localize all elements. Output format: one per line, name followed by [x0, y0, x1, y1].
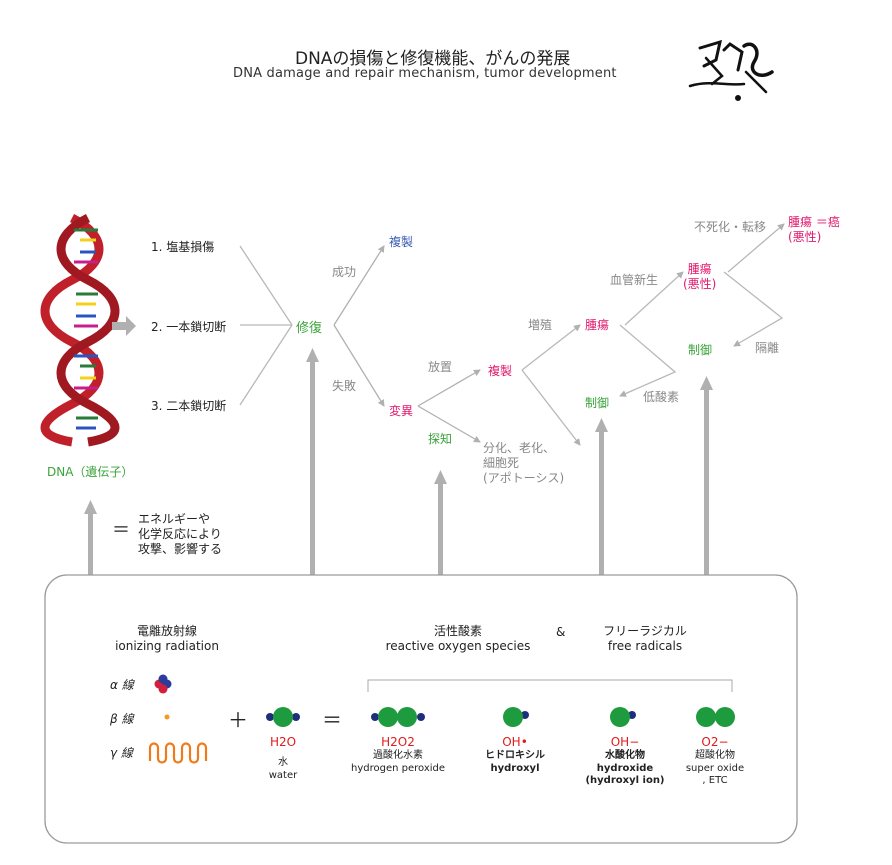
- species-hydroxyl-ja: ヒドロキシル: [485, 750, 545, 761]
- species-hydrogen-peroxide-en: hydrogen peroxide: [350, 762, 446, 774]
- signature-logo: [688, 39, 774, 101]
- cell-fates-line1: 分化、老化、: [483, 441, 556, 455]
- ionizing-radiation-ja: 電離放射線: [136, 624, 197, 638]
- cell-fates-line3: (アポトーシス): [483, 471, 565, 485]
- species-superoxide-en2: , ETC: [702, 775, 728, 786]
- species-hydrogen-peroxide-formula: H2O2: [381, 735, 415, 749]
- species-hydroxyl-en: hydroxyl: [490, 762, 540, 774]
- damage-double-strand: 3. 二本鎖切断: [151, 399, 227, 413]
- water-en: water: [268, 769, 298, 781]
- label-isolation: 隔離: [755, 341, 780, 355]
- attack-note-line2: 化学反応により: [138, 527, 222, 541]
- species-hydroxide: OH− 水酸化物 hydroxide (hydroxyl ion): [585, 735, 665, 788]
- node-tumor-malignant: 腫瘍 (悪性): [683, 262, 716, 292]
- equals-sign: ＝: [322, 708, 342, 732]
- hydroxyl-molecule-icon: [503, 707, 529, 727]
- mutation-branches: [417, 369, 481, 443]
- species-superoxide-en: super oxide: [685, 762, 745, 774]
- dna-label: DNA（遺伝子）: [47, 465, 134, 479]
- node-control-1: 制御: [585, 396, 610, 410]
- label-proliferation: 増殖: [528, 318, 553, 332]
- damage-single-strand: 2. 一本鎖切断: [151, 320, 227, 334]
- species-hydroxide-ja: 水酸化物: [605, 750, 645, 761]
- node-cancer: 腫瘍 ＝癌 (悪性): [788, 215, 840, 245]
- node-tumor-benign: 腫瘍: [585, 318, 610, 332]
- radiation-panel: [44, 574, 798, 844]
- title-japanese: DNAの損傷と修復機能、がんの発展: [295, 49, 571, 69]
- water-formula: H2O: [269, 735, 297, 749]
- free-radicals-ja: フリーラジカル: [603, 624, 687, 638]
- species-hydrogen-peroxide: H2O2 過酸化水素 hydrogen peroxide: [348, 735, 448, 775]
- cell-fates: 分化、老化、 細胞死 (アポトーシス): [483, 441, 564, 486]
- repair-branches: [333, 245, 385, 407]
- species-hydroxyl-formula: OH•: [502, 735, 528, 749]
- node-control-2: 制御: [688, 343, 713, 357]
- attack-note-line1: エネルギーや: [138, 512, 211, 526]
- ros-heading: 活性酸素 reactive oxygen species: [368, 624, 548, 654]
- beta-particle-icon: [164, 714, 170, 720]
- gamma-wave-icon: [148, 742, 208, 764]
- dna-to-damage-arrow: [112, 316, 136, 336]
- species-hydroxide-formula: OH−: [610, 735, 640, 749]
- label-immortal-metastasis: 不死化・転移: [694, 220, 767, 234]
- attack-equals-sign: ＝: [112, 520, 130, 541]
- progression-zigzag: [521, 223, 785, 446]
- node-cancer-line2: (悪性): [788, 230, 822, 244]
- hydrogen-peroxide-molecule-icon: [371, 707, 425, 727]
- node-repair: 修復: [296, 321, 323, 336]
- water-caption: 水 water: [258, 757, 308, 782]
- label-hypoxia: 低酸素: [643, 390, 680, 404]
- beta-label: β 線: [110, 712, 134, 726]
- alpha-particle-icon: [154, 674, 172, 694]
- dna-helix: [40, 213, 120, 447]
- species-superoxide-ja: 超酸化物: [695, 750, 735, 761]
- species-superoxide-formula: O2−: [701, 735, 729, 749]
- species-hydroxyl: OH• ヒドロキシル hydroxyl: [475, 735, 555, 775]
- free-radicals-en: free radicals: [607, 639, 683, 653]
- gamma-label: γ 線: [110, 746, 133, 760]
- node-replicate-pink: 複製: [488, 364, 513, 378]
- damage-base: 1. 塩基損傷: [151, 240, 215, 254]
- label-angiogenesis: 血管新生: [610, 273, 659, 287]
- ampersand: &: [556, 625, 566, 639]
- species-hydroxide-en: hydroxide: [596, 762, 654, 774]
- species-hydrogen-peroxide-ja: 過酸化水素: [373, 750, 423, 761]
- label-success: 成功: [332, 265, 357, 279]
- node-tumor-malignant-line2: (悪性): [683, 277, 717, 291]
- node-cancer-line1: 腫瘍 ＝癌: [788, 215, 840, 229]
- ros-en: reactive oxygen species: [385, 639, 531, 653]
- converge-lines: [239, 245, 293, 406]
- ionizing-radiation-heading: 電離放射線 ionizing radiation: [92, 624, 242, 654]
- superoxide-molecule-icon: [696, 707, 735, 727]
- alpha-label: α 線: [110, 678, 134, 692]
- water-molecule-icon: [266, 707, 300, 727]
- hydroxide-molecule-icon: [610, 707, 636, 727]
- free-radicals-heading: フリーラジカル free radicals: [580, 624, 710, 654]
- up-arrows: [84, 348, 713, 576]
- ionizing-radiation-en: ionizing radiation: [115, 639, 219, 653]
- attack-note: エネルギーや 化学反応により 攻撃、影響する: [138, 512, 222, 557]
- plus-sign: ＋: [228, 708, 248, 732]
- node-replicate-blue: 複製: [389, 235, 414, 249]
- cell-fates-line2: 細胞死: [483, 456, 520, 470]
- species-superoxide: O2− 超酸化物 super oxide , ETC: [675, 735, 755, 788]
- node-mutation: 変異: [389, 404, 414, 418]
- ros-ja: 活性酸素: [433, 624, 482, 638]
- attack-note-line3: 攻撃、影響する: [138, 542, 223, 556]
- node-detect: 探知: [428, 432, 453, 446]
- label-failure: 失敗: [332, 379, 357, 393]
- species-hydroxide-en2: (hydroxyl ion): [585, 775, 665, 786]
- species-bracket: [367, 679, 733, 692]
- title-english: DNA damage and repair mechanism, tumor d…: [233, 66, 617, 81]
- water-ja: 水: [278, 757, 288, 768]
- label-left-alone: 放置: [428, 360, 453, 374]
- node-tumor-malignant-line1: 腫瘍: [687, 262, 712, 276]
